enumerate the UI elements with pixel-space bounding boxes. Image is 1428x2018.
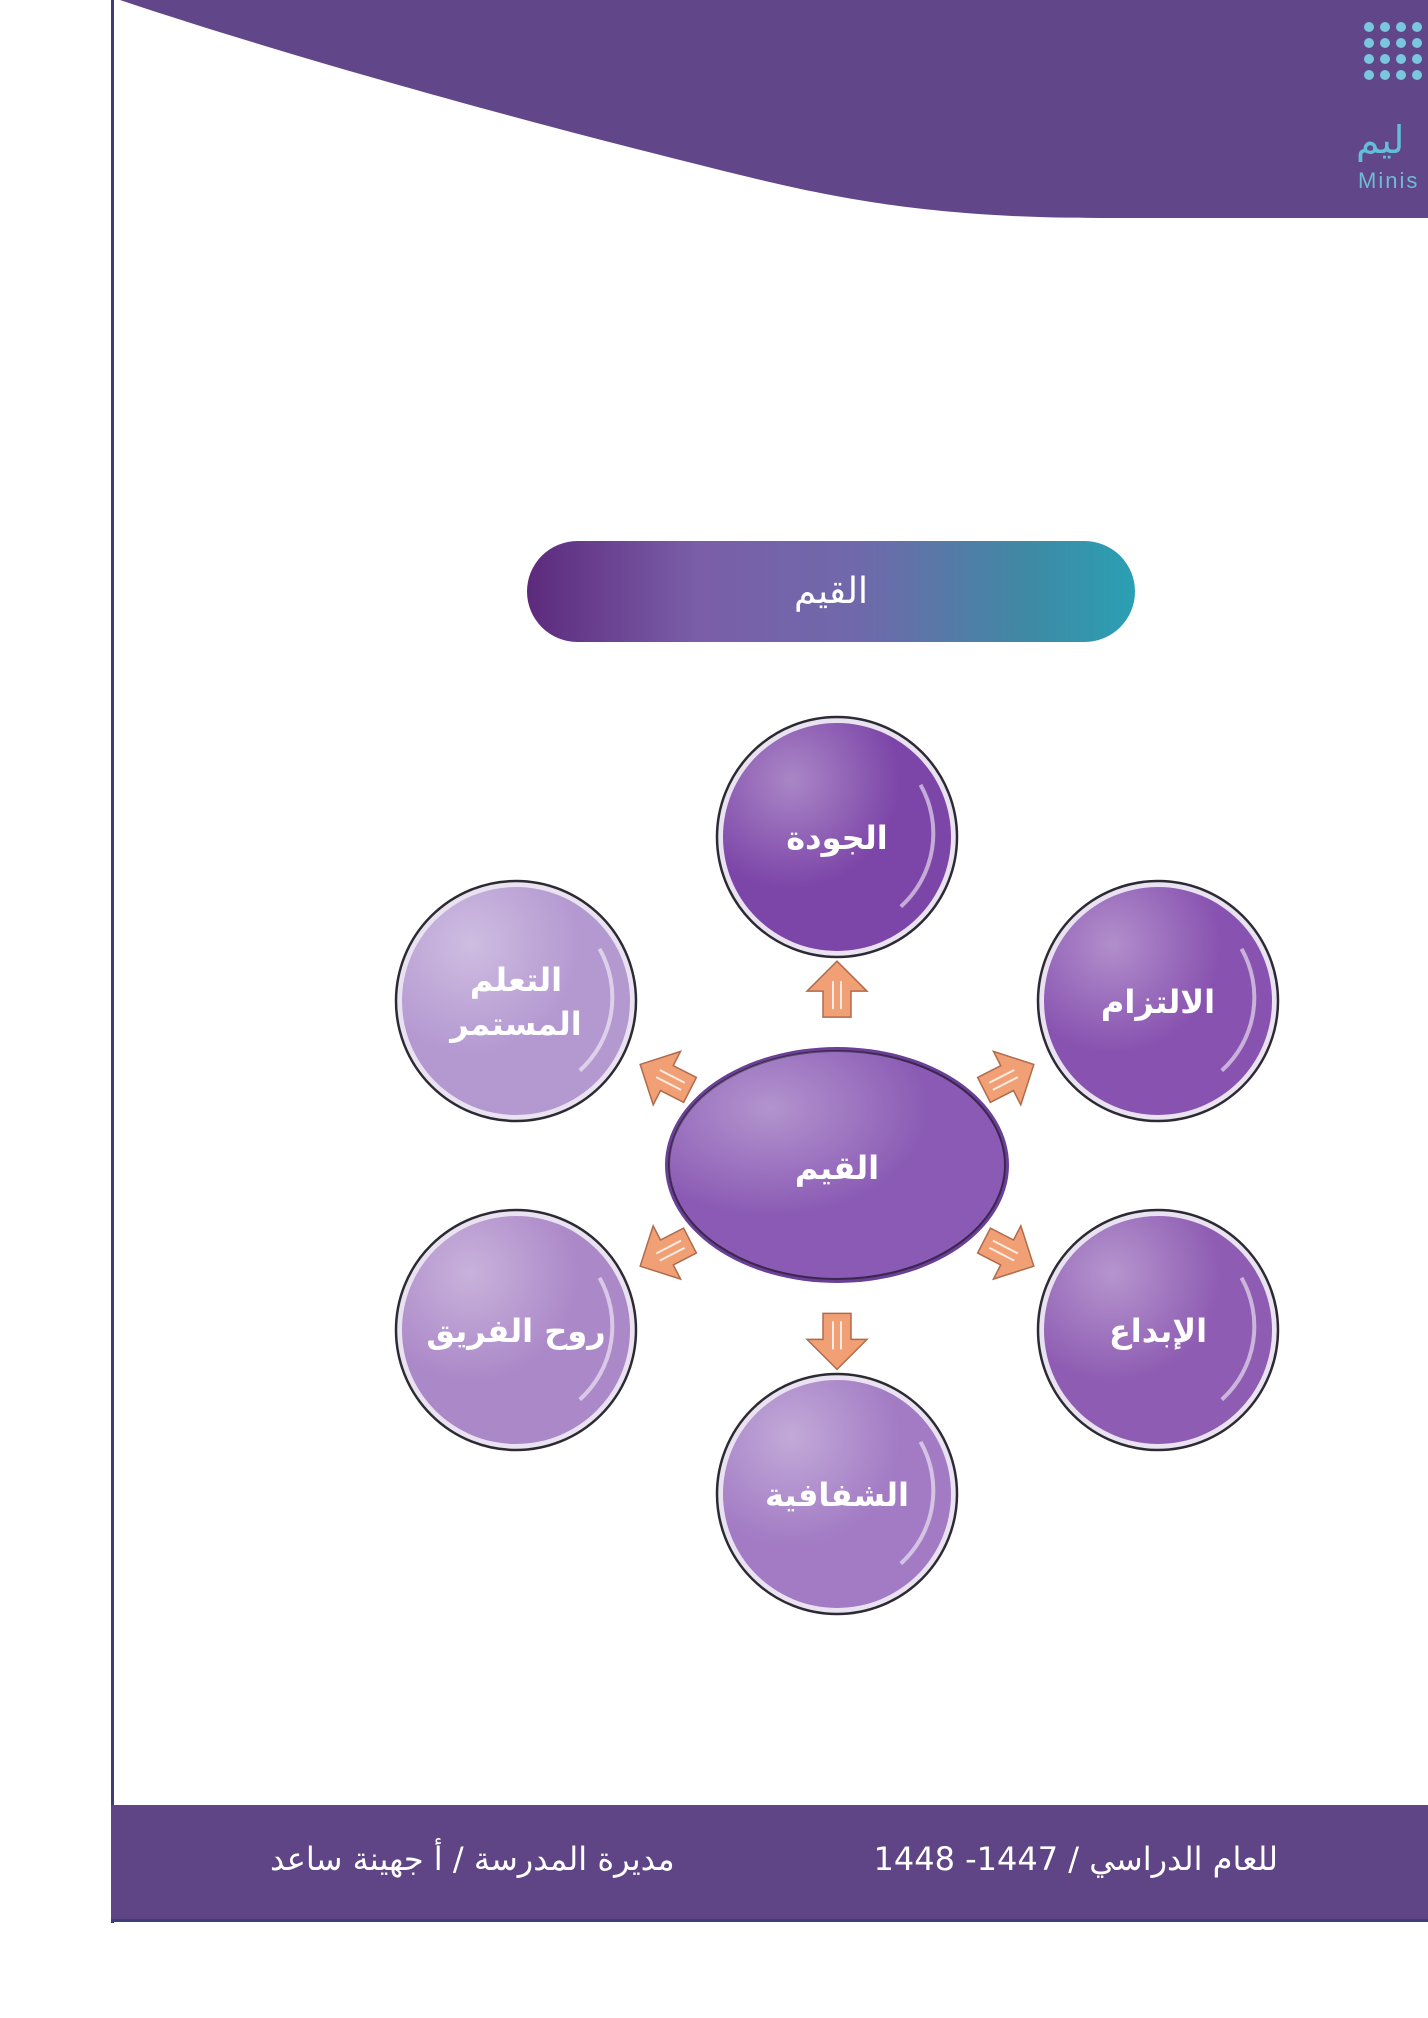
value-node-commitment: الالتزام <box>1036 879 1280 1123</box>
value-node-team-spirit: روح الفريق <box>394 1208 638 1452</box>
header-wave <box>120 0 1428 218</box>
connector-arrow <box>639 1223 698 1281</box>
value-node-continuous-learning: التعلم المستمر <box>394 879 638 1123</box>
connector-arrow <box>976 1223 1035 1281</box>
page-title: القيم <box>793 571 868 612</box>
center-node: القيم <box>665 1047 1009 1283</box>
value-node-label: الالتزام <box>1101 983 1215 1021</box>
value-node-label: الإبداع <box>1109 1312 1207 1350</box>
footer-academic-year: للعام الدراسي / 1447- 1448 <box>873 1840 1279 1878</box>
value-node-label: الجودة <box>786 819 887 857</box>
logo-arabic-text: ليم <box>1356 118 1405 162</box>
value-node-label: روح الفريق <box>426 1312 605 1350</box>
connector-arrow <box>976 1050 1035 1107</box>
page-frame-left <box>111 0 114 1923</box>
value-node-label: المستمر <box>448 1005 581 1043</box>
footer-principal: مديرة المدرسة / أ جهينة ساعد <box>270 1840 675 1878</box>
value-node-label: الشفافية <box>765 1476 909 1514</box>
ministry-logo: ليم Minis <box>1356 18 1428 198</box>
center-label: القيم <box>795 1149 879 1187</box>
value-node-creativity: الإبداع <box>1036 1208 1280 1452</box>
values-diagram: القيم الجودة الالتزام الإبداع الشفافية روح ا… <box>394 715 1280 1616</box>
logo-english-text: Minis <box>1358 168 1420 193</box>
connector-arrow <box>639 1050 698 1107</box>
connector-arrow <box>805 1312 869 1371</box>
connector-arrow <box>805 960 869 1018</box>
value-node-transparency: الشفافية <box>715 1372 959 1616</box>
arrows-layer <box>639 960 1035 1371</box>
footer-bar <box>111 1805 1428 1919</box>
title-banner: القيم <box>527 541 1135 642</box>
value-node-quality: الجودة <box>715 715 959 959</box>
footer-bottom-line <box>111 1919 1428 1922</box>
value-node-label: التعلم <box>470 961 562 999</box>
